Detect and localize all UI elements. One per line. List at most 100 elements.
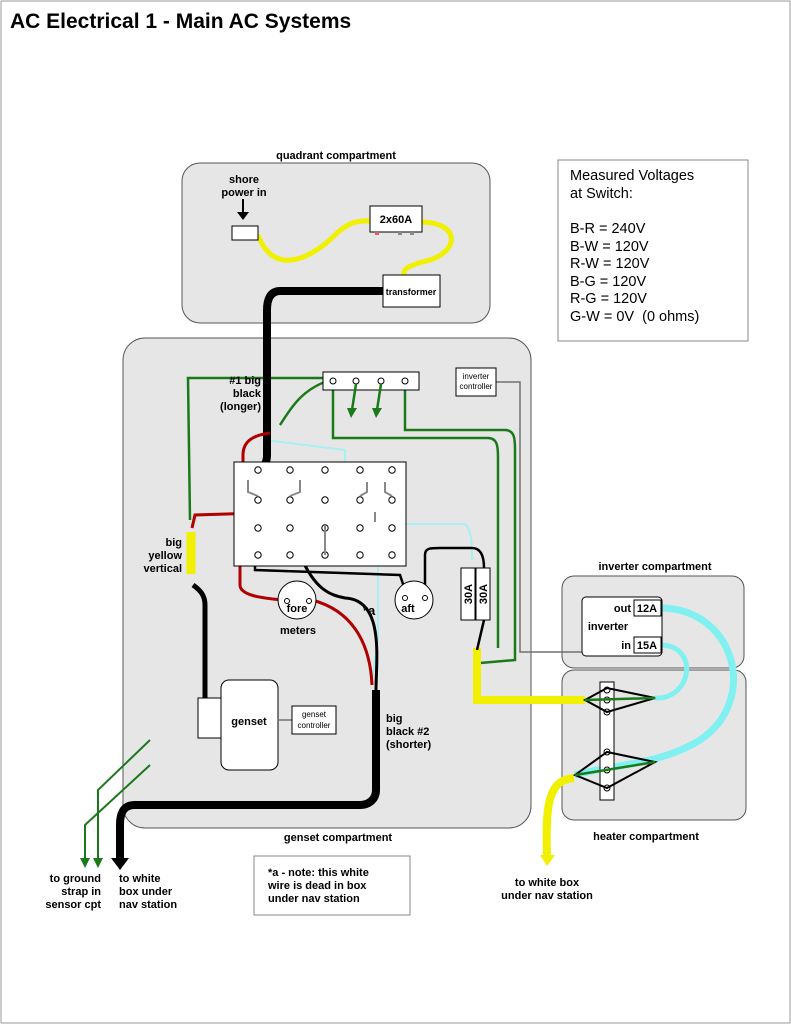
shore-power-arrowhead [237, 212, 249, 220]
breaker-30a-right-label: 30A [478, 584, 490, 604]
black-wire-30a-to-yellow [475, 619, 486, 651]
aft-meter-label: aft [401, 603, 415, 615]
green-wire-right-loop [403, 385, 517, 665]
selector-switch-panel [233, 461, 407, 567]
breaker-terminal-2 [398, 232, 402, 235]
big-black-2-label-3: (shorter) [386, 739, 432, 751]
terminal-screw-3 [377, 377, 385, 385]
ground-arrow-1 [93, 858, 103, 868]
heater-green-lower [574, 760, 656, 777]
inverter-out-rating-box [633, 599, 662, 617]
terminal-arrowhead-1 [347, 408, 357, 418]
black-wire-2-upper [298, 485, 379, 691]
note-line-2: wire is dead in box [267, 880, 367, 892]
genset-compartment-label: genset compartment [284, 832, 393, 844]
shore-power-inlet [231, 225, 259, 241]
yellow-wire-to-nav [542, 774, 575, 856]
red-wire-to-meter [238, 540, 284, 602]
to-white-box-left-label-2: box under [119, 886, 173, 898]
breaker-terminal-3 [410, 232, 414, 235]
fore-meter-terminal-2 [306, 598, 312, 604]
big-black-1-label-1: #1 big [229, 375, 261, 387]
yellow-arrow [540, 855, 555, 866]
to-white-box-left-label-1: to white [119, 873, 161, 885]
breaker-terminal-1 [375, 232, 379, 235]
to-ground-label-3: sensor cpt [45, 899, 101, 911]
gray-wire-inverter-controller [495, 381, 583, 653]
big-black-1-label-2: black [233, 388, 262, 400]
voltages-box [557, 159, 749, 342]
inverter-out-rating: 12A [637, 603, 657, 615]
terminal-screw-1 [329, 377, 337, 385]
meters-label: meters [280, 625, 316, 637]
inverter-controller-label-1: inverter [463, 372, 490, 381]
big-black-2-label-2: black #2 [386, 726, 429, 738]
heater-compartment [561, 669, 747, 821]
transformer-box [382, 274, 441, 308]
fore-meter-terminal-1 [284, 598, 290, 604]
note-box [253, 855, 411, 916]
inverter-controller-box [455, 367, 497, 397]
genset-label: genset [231, 716, 267, 728]
shore-power-label-1: shore [229, 174, 259, 186]
yellow-wire-shore [255, 218, 379, 263]
red-wire-upper [241, 431, 271, 502]
to-white-box-right-label-2: under nav station [501, 890, 593, 902]
aft-meter-terminal-1 [402, 595, 408, 601]
to-white-box-left-label-3: nav station [119, 899, 177, 911]
red-wire-meter-to-black2 [311, 598, 374, 686]
terminal-screw-4 [401, 377, 409, 385]
terminal-green-arrow-2 [375, 383, 383, 411]
to-ground-label-2: strap in [61, 886, 101, 898]
voltage-reading-rw: R-W = 120V [570, 256, 650, 272]
big-yellow-label-1: big [166, 537, 183, 549]
yellow-wire-to-heater [473, 648, 585, 704]
switch-internal-links [247, 480, 393, 555]
inverter-compartment-label: inverter compartment [598, 561, 711, 573]
note-line-1: *a - note: this white [268, 867, 369, 879]
fore-meter-label: fore [287, 603, 308, 615]
big-yellow-label-3: vertical [143, 563, 182, 575]
green-wire-inner-loop [331, 385, 500, 648]
shore-power-label-2: power in [221, 187, 267, 199]
voltage-reading-bg: B-G = 120V [570, 274, 646, 290]
black-wire-genset [191, 582, 208, 700]
voltages-heading-2: at Switch: [570, 186, 633, 202]
transformer-label: transformer [386, 287, 437, 297]
white-wire-lower [240, 523, 473, 561]
green-wire-ground-2 [84, 764, 151, 862]
quadrant-compartment-label: quadrant compartment [276, 150, 396, 162]
switch-terminals [254, 466, 396, 559]
yellow-wire-transformer [401, 219, 454, 277]
breaker-30a-right-box [475, 567, 491, 621]
to-ground-label-1: to ground [50, 873, 101, 885]
ground-arrow-2 [80, 858, 90, 868]
voltage-reading-br: B-R = 240V [570, 221, 646, 237]
black-wire-2-big [116, 690, 380, 862]
note-ref-label: *a [363, 603, 376, 618]
cyan-wire-inverter-in [654, 642, 689, 701]
black-wire-aft-to-30a [423, 546, 486, 597]
diagram-title: AC Electrical 1 - Main AC Systems [10, 10, 351, 33]
big-black-2-label-1: big [386, 713, 403, 725]
aft-meter [394, 580, 434, 620]
genset-controller-box [291, 705, 337, 735]
terminal-screw-2 [352, 377, 360, 385]
terminal-arrowhead-2 [372, 408, 382, 418]
inverter-label: inverter [588, 621, 629, 633]
black-arrow [111, 858, 129, 870]
terminal-strip [322, 371, 420, 391]
green-wire-to-switch [278, 378, 331, 426]
inverter-in-rating: 15A [637, 640, 657, 652]
inverter-in-label: in [621, 640, 631, 652]
green-wire-ground-1 [97, 739, 151, 862]
inverter-in-rating-box [633, 636, 662, 654]
genset-terminal-box [197, 697, 222, 739]
heater-compartment-label: heater compartment [593, 831, 699, 843]
inverter-controller-label-2: controller [460, 382, 493, 391]
cyan-wire-inverter-out [574, 604, 737, 779]
breaker-2x60a-label: 2x60A [380, 214, 412, 226]
fore-meter [277, 580, 317, 620]
voltage-reading-gw: G-W = 0V (0 ohms) [570, 309, 699, 325]
terminal-green-arrow-1 [350, 383, 358, 411]
